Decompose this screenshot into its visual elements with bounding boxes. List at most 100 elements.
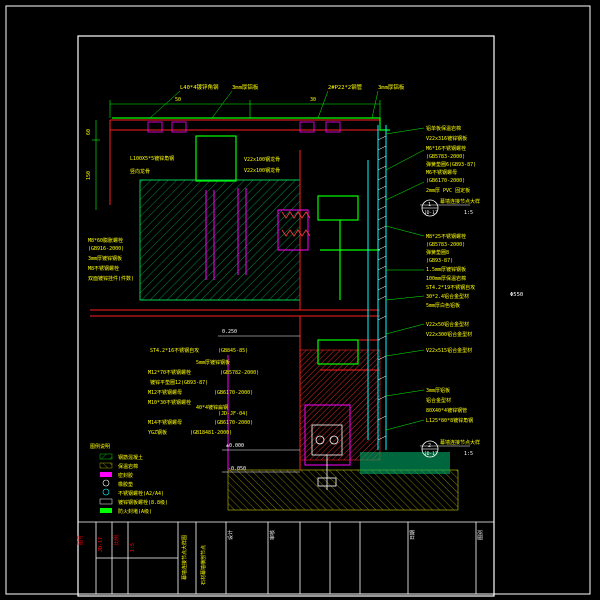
top-leaders bbox=[149, 90, 379, 119]
right-label-19: V22x515铝合金型材 bbox=[426, 347, 472, 354]
right-label-2: M6*16不锈钢螺栓 bbox=[426, 145, 466, 152]
right-label-17: V22x50铝合金型材 bbox=[426, 321, 469, 328]
left-dim-0: 60 bbox=[86, 129, 92, 135]
left-label-3: (GB916-2000) bbox=[88, 246, 124, 252]
right-label-4: 弹簧垫圈6(GB93-87) bbox=[426, 161, 476, 168]
inner-frame bbox=[77, 35, 495, 597]
legend-item-1: 保温岩棉 bbox=[118, 463, 138, 470]
right-label-16: 5mm厚白色铝板 bbox=[426, 302, 460, 309]
legend-item-6: 防火封堵(A级) bbox=[118, 508, 152, 515]
detail-callout-2: 2 JD-17 幕墙连接节点大样 1:5 bbox=[420, 439, 480, 458]
title-cell-1: JD-17 bbox=[98, 537, 104, 552]
right-label-7: 2mm厚 PVC 固定板 bbox=[426, 187, 470, 194]
mid-label-13: M14不锈钢螺母 bbox=[148, 419, 182, 426]
right-label-18: V22x300铝合金型材 bbox=[426, 331, 472, 338]
right-label-6: (GB6170-2000) bbox=[426, 178, 465, 184]
top-dims-text: 50 30 60 150 bbox=[86, 97, 316, 180]
level-2: -0.050 bbox=[228, 466, 246, 472]
top-label-1: 3mm厚铝板 bbox=[232, 83, 259, 91]
top-label-3: 3mm厚铝板 bbox=[378, 83, 405, 91]
legend-item-4: 不锈钢螺栓(A2/A4) bbox=[118, 490, 164, 497]
right-leaders bbox=[385, 127, 425, 431]
callout-1-ref: JD-17 bbox=[424, 210, 438, 216]
legend-item-2: 密封胶 bbox=[118, 472, 133, 479]
right-label-3: (GB5783-2000) bbox=[426, 154, 465, 160]
top-dim-1: 30 bbox=[310, 97, 316, 103]
left-labels: L100X5*5镀锌角钢 竖向龙骨 M8*60膨胀螺栓 (GB916-2000)… bbox=[88, 155, 174, 282]
legend-swatch-2 bbox=[100, 472, 112, 477]
right-label-21: 铝合金型材 bbox=[426, 397, 451, 404]
mid-label-16: (GB18481-2000) bbox=[190, 430, 232, 436]
legend-swatch-4 bbox=[102, 488, 110, 496]
right-label-14: ST4.2*19不锈钢自攻 bbox=[426, 284, 475, 291]
title-cell-2: 比例 bbox=[113, 535, 120, 545]
level-marks: 0.250 ±0.000 -0.050 bbox=[222, 329, 246, 472]
left-label-5: M8不锈钢螺栓 bbox=[88, 265, 119, 272]
ground-strip bbox=[360, 452, 450, 474]
concrete-wall bbox=[139, 179, 301, 301]
right-label-20: 3mm厚铝板 bbox=[426, 387, 450, 394]
mid-label-12: (JD-JF-04) bbox=[218, 411, 248, 417]
title-cell-3: 1:5 bbox=[130, 543, 136, 552]
callout-2-caption: 幕墙连接节点大样 bbox=[440, 439, 480, 446]
legend-item-3: 橡胶垫 bbox=[118, 481, 133, 488]
right-label-23: L125*80*8镀锌角钢 bbox=[426, 417, 473, 424]
mid-label-5: M12*70不锈钢螺栓 bbox=[148, 369, 191, 376]
left-dim-1: 150 bbox=[86, 171, 92, 180]
top-label-2: 2#P22*2钢管 bbox=[328, 83, 363, 91]
right-labels: 铝单板保温岩棉 V22x316镀锌钢板 M6*16不锈钢螺栓 (GB5783-2… bbox=[426, 125, 476, 424]
floor-slab-hatch bbox=[227, 469, 459, 511]
top-connectors bbox=[147, 121, 341, 133]
mid-label-8: M12不锈钢螺母 bbox=[148, 389, 182, 396]
mid-label-6: (GB5782-2000) bbox=[220, 370, 259, 376]
right-label-12: 1.5mm厚镀锌钢板 bbox=[426, 266, 466, 273]
level-1: ±0.000 bbox=[226, 443, 244, 449]
callout-2-ref: JD-17 bbox=[424, 451, 438, 457]
mid-label-14: (GB6170-2000) bbox=[214, 420, 253, 426]
right-label-5: M6不锈钢螺母 bbox=[426, 169, 457, 176]
mid-label-1: V22x100钢龙骨 bbox=[244, 167, 280, 174]
right-label-9: (GB5783-2000) bbox=[426, 242, 465, 248]
mid-label-15: YGZ钢板 bbox=[148, 429, 167, 436]
steel-framing bbox=[112, 117, 390, 365]
callout-1-caption: 幕墙连接节点大样 bbox=[440, 198, 480, 205]
mid-label-4: 5mm厚镀锌钢板 bbox=[196, 359, 230, 366]
callout-2-num: 2 bbox=[428, 443, 431, 449]
right-label-22: 80X40*4镀锌钢管 bbox=[426, 407, 467, 414]
level-0: 0.250 bbox=[222, 329, 237, 335]
mid-label-11: 40*4镀锌扁钢 bbox=[196, 404, 228, 411]
legend-item-5: 镀锌钢板螺栓(8.8级) bbox=[118, 499, 168, 506]
title-cell-7: 审核 bbox=[269, 530, 276, 540]
legend-swatch-5 bbox=[99, 498, 113, 505]
title-block-text: 图号 JD-17 比例 1:5 幕墙连接节点大样图 石材幕墙横剖节点 设计 审核… bbox=[78, 530, 484, 585]
right-label-0: 铝单板保温岩棉 bbox=[426, 125, 461, 132]
right-label-15: 30*2.4铝合金型材 bbox=[426, 293, 469, 300]
title-cell-9: 图别 bbox=[477, 530, 484, 540]
left-label-0: L100X5*5镀锌角钢 bbox=[130, 155, 174, 162]
mid-label-2: ST4.2*16不锈钢自攻 bbox=[150, 347, 199, 354]
legend-swatch-1 bbox=[99, 462, 113, 469]
left-label-2: M8*60膨胀螺栓 bbox=[88, 237, 123, 244]
mid-label-7: 镀锌平垫圈12(GB93-87) bbox=[150, 379, 208, 386]
right-label-1: V22x316镀锌钢板 bbox=[426, 135, 467, 142]
left-label-4: 3mm厚镀锌钢板 bbox=[88, 255, 122, 262]
legend-title: 图例说明 bbox=[90, 443, 110, 450]
outer-frame bbox=[5, 5, 591, 595]
right-label-8: M8*25不锈钢螺栓 bbox=[426, 233, 466, 240]
top-labels: L40*4镀锌角钢 3mm厚铝板 2#P22*2钢管 3mm厚铝板 bbox=[180, 83, 405, 91]
top-dim-0: 50 bbox=[175, 97, 181, 103]
magenta-elements bbox=[205, 188, 351, 470]
callout-1-scale: 1:5 bbox=[464, 210, 473, 216]
mid-label-10: M10*30不锈钢螺栓 bbox=[148, 399, 191, 406]
mid-label-3: (GB845-85) bbox=[218, 348, 248, 354]
title-cell-6: 设计 bbox=[227, 530, 234, 540]
legend-item-0: 钢筋混凝土 bbox=[118, 454, 143, 461]
title-cell-5: 石材幕墙横剖节点 bbox=[200, 545, 207, 585]
top-label-0: L40*4镀锌角钢 bbox=[180, 83, 219, 91]
side-dimension: Φ550 bbox=[510, 292, 523, 298]
base-anchor bbox=[311, 424, 343, 490]
title-cell-4: 幕墙连接节点大样图 bbox=[181, 535, 188, 580]
legend-swatch-3 bbox=[102, 479, 110, 487]
right-label-10: 弹簧垫圈8 bbox=[426, 249, 449, 256]
